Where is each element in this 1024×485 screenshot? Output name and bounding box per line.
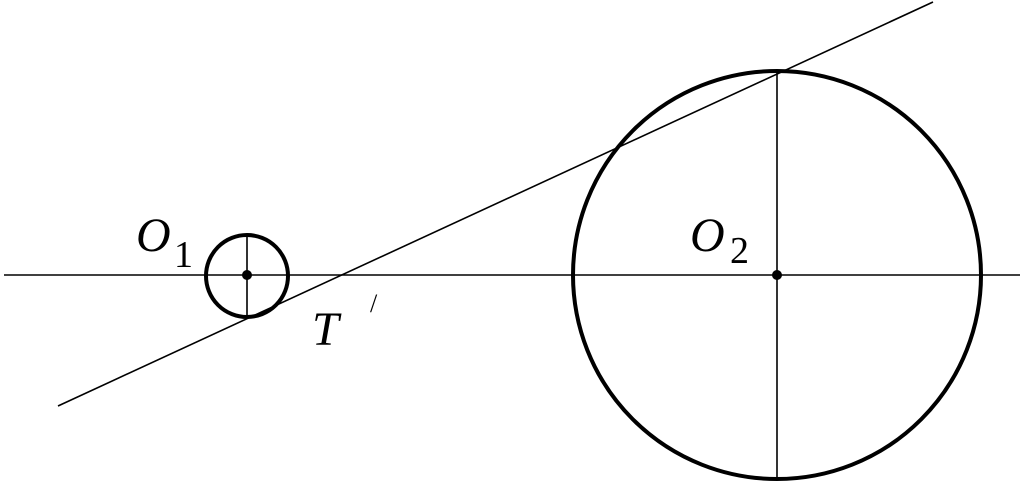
center-point-o1	[242, 270, 252, 280]
common-tangent-line	[57, 1, 934, 407]
label-t: T	[312, 303, 342, 356]
label-t-prime: /	[370, 289, 378, 318]
center-point-o2	[772, 270, 782, 280]
label-o1: O	[136, 209, 171, 262]
label-o2-subscript: 2	[730, 230, 749, 272]
label-o1-subscript: 1	[174, 234, 193, 276]
label-o2: O	[690, 209, 725, 262]
